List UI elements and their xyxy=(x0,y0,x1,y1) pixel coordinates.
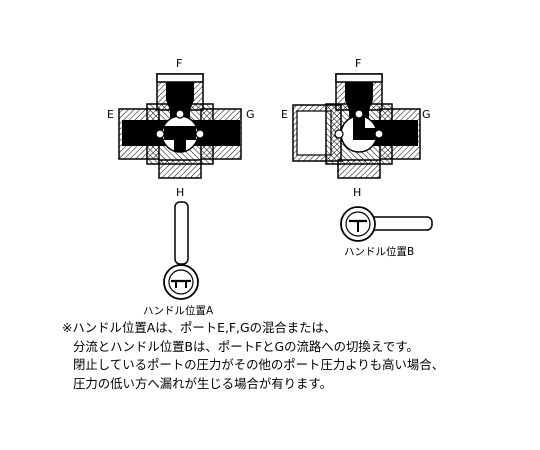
right-label-e: E xyxy=(281,108,288,121)
left-label-e: E xyxy=(107,108,114,121)
left-label-h: H xyxy=(176,186,184,199)
note-line-1: ※ハンドル位置Aは、ポートE,F,Gの混合または、 xyxy=(62,320,337,335)
handle-a xyxy=(163,201,199,300)
right-bottom-stem xyxy=(337,159,381,179)
left-bottom-stem xyxy=(158,159,202,179)
valve-right-position-b: F E G H ハンドル位置B xyxy=(281,57,433,258)
valve-left-position-a: F E G H ハンドル位置A xyxy=(107,57,255,317)
right-label-h: H xyxy=(353,186,361,199)
left-label-f: F xyxy=(176,57,182,70)
note-line-4: 圧力の低い方へ漏れが生じる場合が有ります。 xyxy=(73,375,332,391)
caption-handle-a: ハンドル位置A xyxy=(143,304,214,317)
handle-b xyxy=(340,206,433,242)
note-text: ※ハンドル位置Aは、ポートE,F,Gの混合または、 分流とハンドル位置Bは、ポー… xyxy=(62,319,532,393)
caption-handle-b: ハンドル位置B xyxy=(344,245,414,258)
right-label-g: G xyxy=(422,108,431,121)
note-line-2: 分流とハンドル位置Bは、ポートFとGの流路への切換えです。 xyxy=(73,338,419,354)
left-label-g: G xyxy=(246,108,255,121)
note-line-3: 閉止しているポートの圧力がその他のポート圧力よりも高い場合、 xyxy=(73,357,445,372)
right-label-f: F xyxy=(355,57,361,70)
